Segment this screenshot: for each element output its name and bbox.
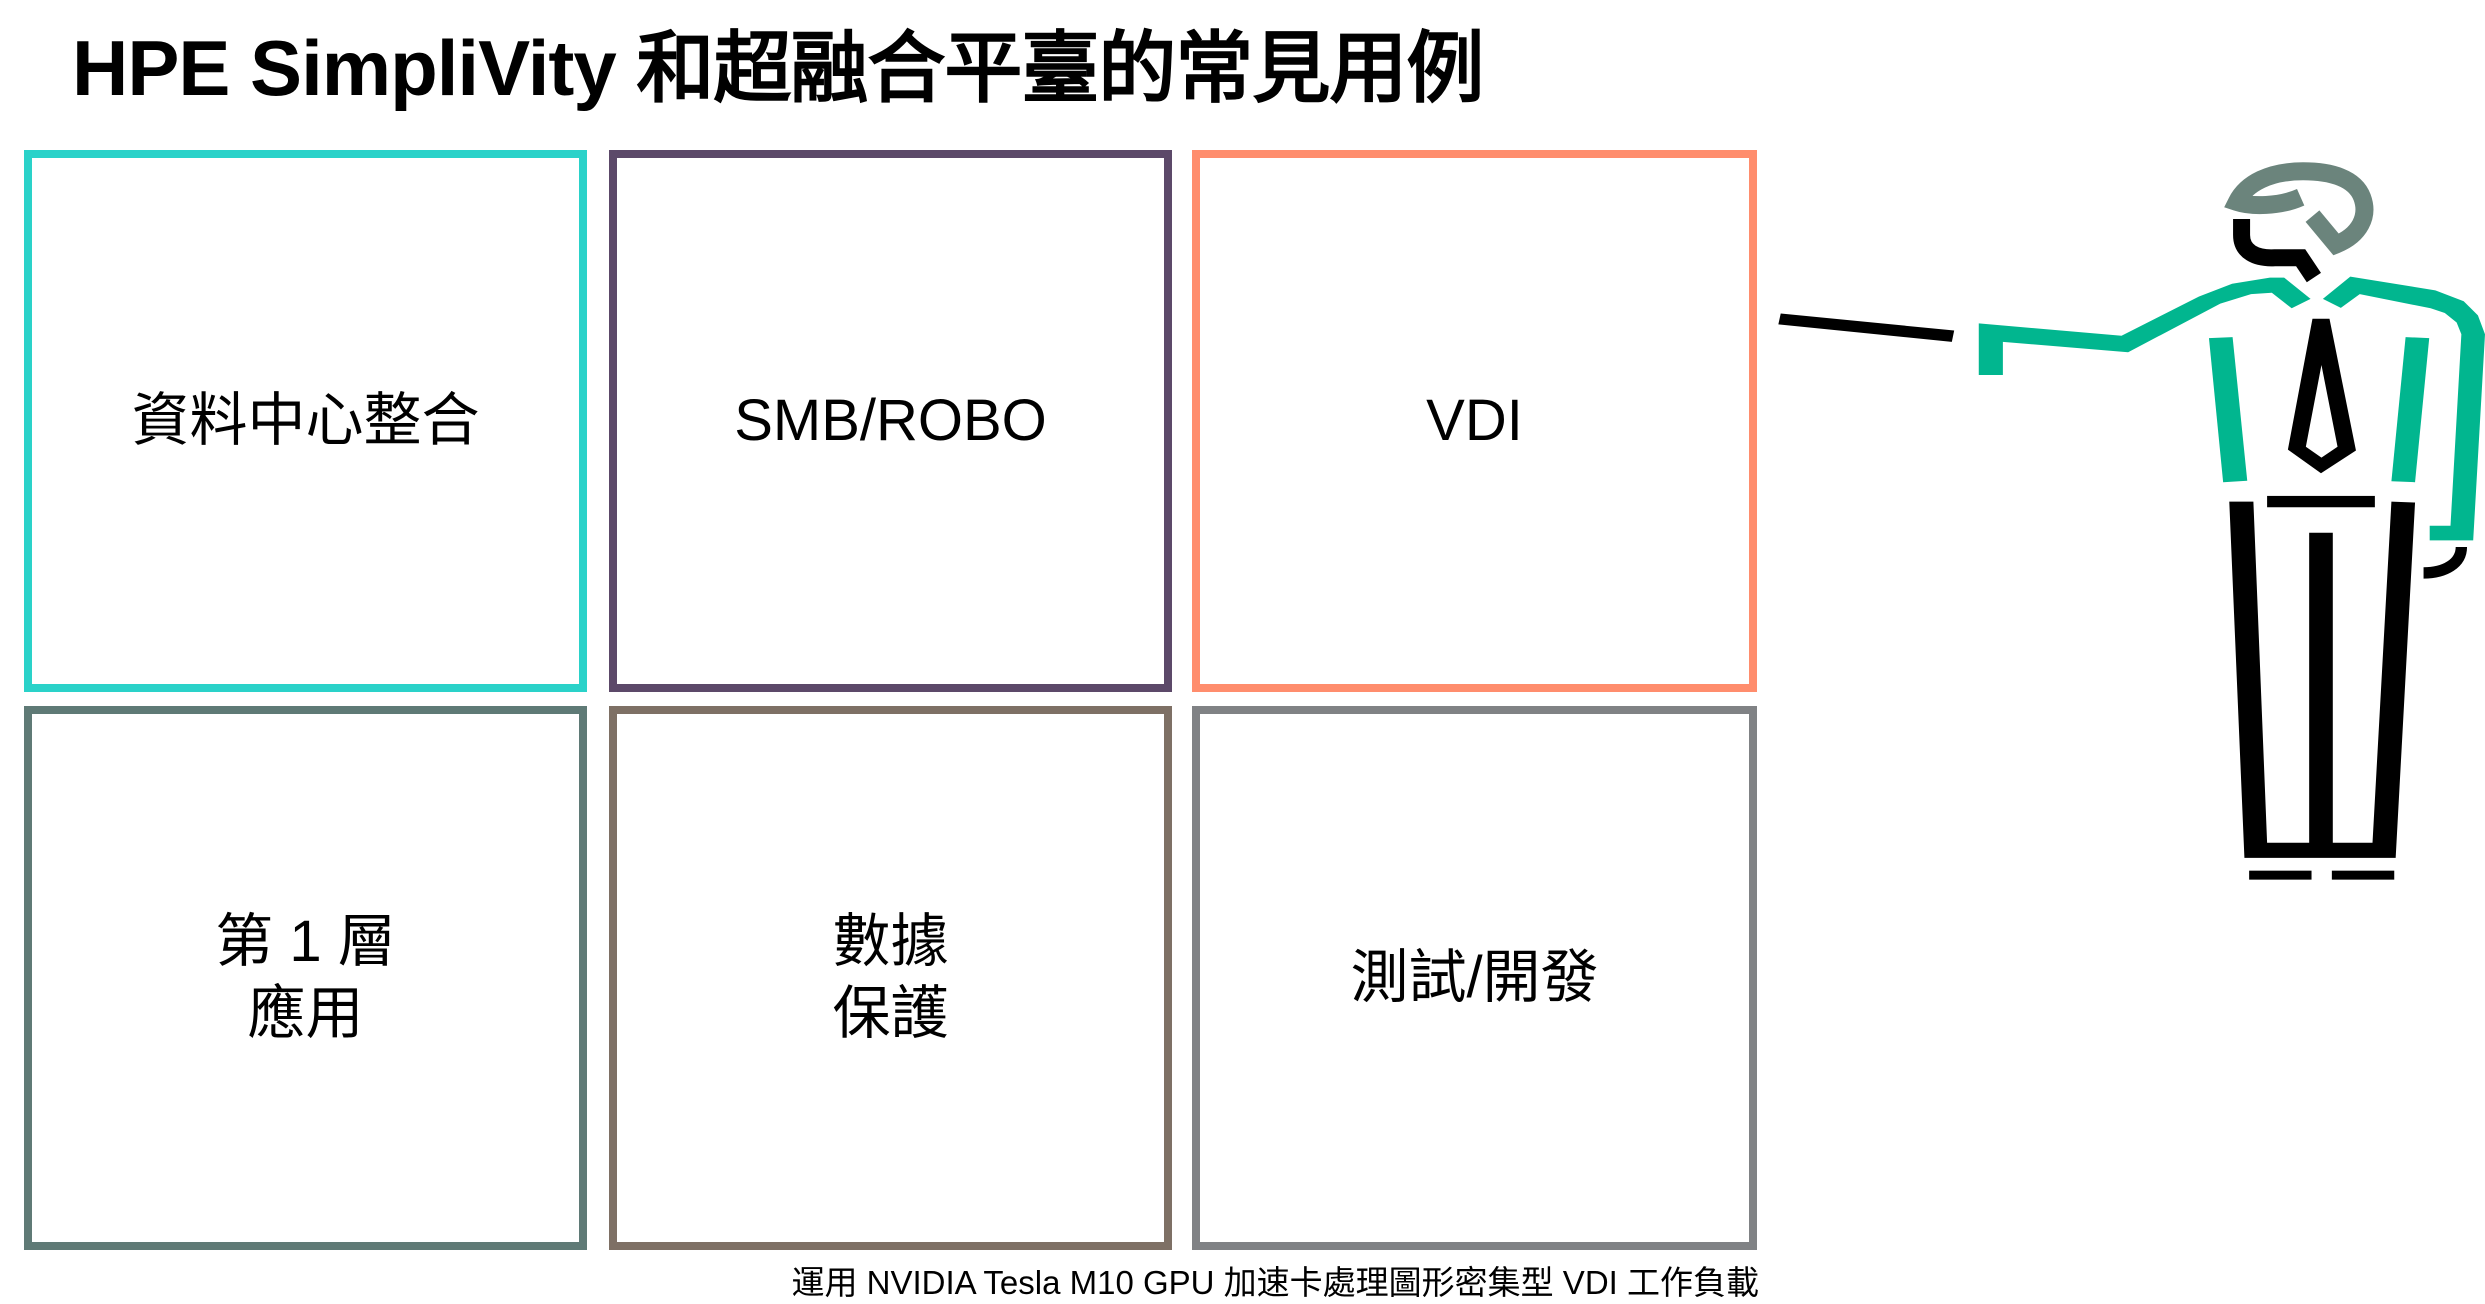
presenter-figure-illustration [1778,162,2485,880]
tile-vdi: VDI [1192,150,1757,692]
tile-label: VDI [1426,387,1523,453]
head [2224,162,2374,256]
tile-smb-robo: SMB/ROBO [609,150,1172,692]
tile-label: 第 1 層 應用 [215,908,396,1047]
page-title: HPE SimpliVity 和超融合平臺的常見用例 [72,24,1484,112]
tile-test-dev: 測試/開發 [1192,706,1757,1250]
shirt [1978,276,2485,541]
tile-tier1-apps: 第 1 層 應用 [24,706,587,1250]
hand [2423,546,2468,579]
tie [2287,318,2356,474]
tile-label: SMB/ROBO [734,387,1047,453]
footnote: 運用 NVIDIA Tesla M10 GPU 加速卡處理圖形密集型 VDI 工… [791,1264,1759,1301]
face-outline [2233,218,2321,283]
pointer-stick [1778,313,1955,342]
tile-data-protection: 數據 保護 [609,706,1172,1250]
tile-data-center-consolidation: 資料中心整合 [24,150,587,692]
trousers [2229,495,2416,880]
tile-label: 測試/開發 [1350,944,1599,1010]
tile-label: 數據 保護 [832,908,949,1047]
tile-label: 資料中心整合 [131,387,480,453]
